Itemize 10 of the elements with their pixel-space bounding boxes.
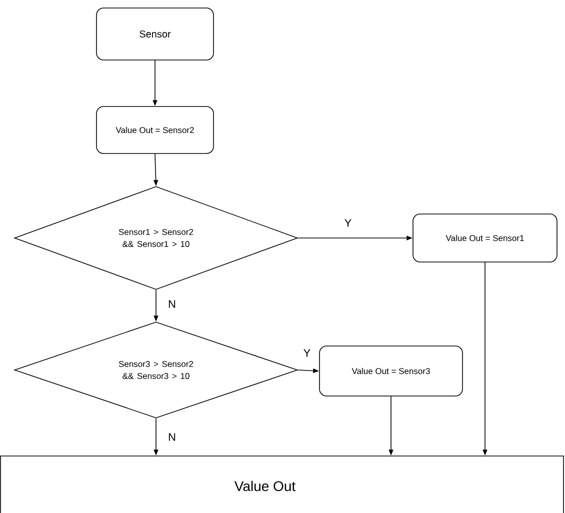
start-box: Sensor (96, 8, 214, 60)
output-box (0, 456, 564, 513)
edge-label: Y (343, 218, 353, 228)
node-label: Value Out (234, 480, 296, 492)
process-box: Value Out = Sensor1 (412, 214, 558, 262)
process-box: Value Out = Sensor3 (319, 346, 463, 396)
edge-label: Y (302, 348, 312, 358)
edge-label: N (167, 299, 177, 309)
process-box: Value Out = Sensor2 (96, 106, 214, 154)
edge-label: N (167, 432, 177, 442)
